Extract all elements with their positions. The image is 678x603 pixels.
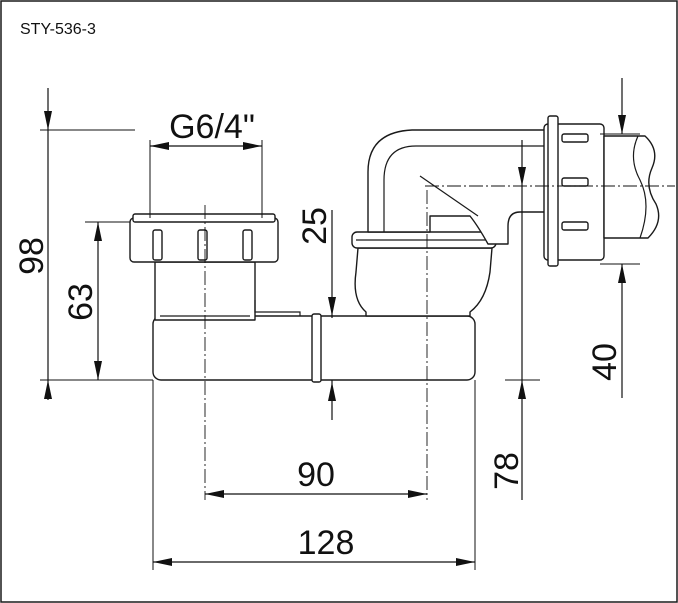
dim-center-distance-label: 90 bbox=[297, 456, 335, 494]
dim-elbow-drop: 25 bbox=[296, 207, 336, 420]
thread-label: G6/4" bbox=[169, 108, 255, 146]
outlet-pipe bbox=[603, 135, 660, 239]
dim-outlet-height: 40 bbox=[586, 78, 626, 398]
dim-right-height-label: 78 bbox=[488, 452, 526, 490]
coupling-ring bbox=[311, 313, 322, 383]
dim-outlet-height-label: 40 bbox=[586, 343, 624, 381]
dim-overall-height: 98 bbox=[13, 88, 52, 400]
dim-thread: G6/4" bbox=[150, 108, 262, 150]
dim-overall-height-label: 98 bbox=[13, 237, 51, 275]
dim-inlet-height-label: 63 bbox=[62, 283, 100, 321]
siphon-body bbox=[129, 115, 660, 383]
dim-elbow-drop-label: 25 bbox=[296, 207, 334, 245]
dim-center-distance: 90 bbox=[205, 456, 427, 498]
outlet-nut bbox=[543, 115, 605, 267]
dim-inlet-height: 63 bbox=[62, 222, 102, 380]
inlet-nut bbox=[129, 213, 279, 263]
dim-overall-width-label: 128 bbox=[298, 524, 355, 562]
elbow bbox=[367, 129, 549, 245]
dim-right-height: 78 bbox=[488, 140, 526, 500]
right-riser bbox=[354, 247, 493, 317]
dim-overall-width: 128 bbox=[153, 524, 475, 566]
product-code: STY-536-3 bbox=[20, 21, 96, 38]
